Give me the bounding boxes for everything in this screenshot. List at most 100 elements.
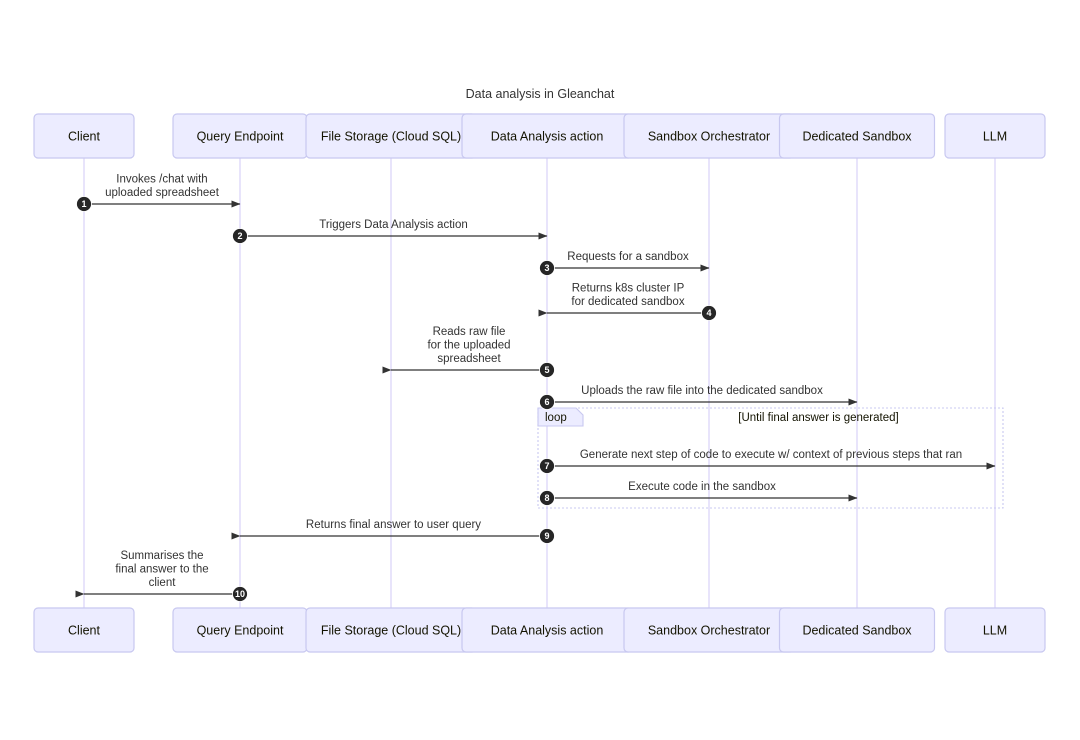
participant-query-endpoint-bottom[interactable]: Query Endpoint [172,607,308,653]
participant-dedicated-sandbox-top[interactable]: Dedicated Sandbox [778,113,936,159]
message-label: Triggers Data Analysis action [319,219,468,231]
message-2: Triggers Data Analysis action 2 [232,219,548,244]
sequence-badge: 10 [232,586,248,602]
participant-client-top[interactable]: Client [33,113,135,159]
sequence-badge-number: 8 [544,493,549,503]
sequence-badge: 5 [539,362,555,378]
sequence-badge: 4 [701,305,717,321]
sequence-badge-circle [701,305,717,321]
loop-condition: [Until final answer is generated] [738,412,898,424]
sequence-badge-circle [539,394,555,410]
participant-data-analysis-action-bottom[interactable]: Data Analysis action [461,607,633,653]
message-label: for dedicated sandbox [571,296,684,308]
participant-label: Data Analysis action [491,129,604,143]
sequence-badge-circle [539,260,555,276]
fragments-group: loop [Until final answer is generated] [537,407,1004,509]
participant-file-storage-bottom[interactable]: File Storage (Cloud SQL) [305,607,477,653]
sequence-badge: 6 [539,394,555,410]
message-label: Execute code in the sandbox [628,481,776,493]
sequence-badge-circle [539,490,555,506]
participant-label: Client [68,623,100,637]
sequence-badge: 2 [232,228,248,244]
sequence-badge-circle [539,528,555,544]
participant-client-bottom[interactable]: Client [33,607,135,653]
participant-file-storage-top[interactable]: File Storage (Cloud SQL) [305,113,477,159]
participant-label: Dedicated Sandbox [802,129,912,143]
participant-data-analysis-action-top[interactable]: Data Analysis action [461,113,633,159]
sequence-badge: 9 [539,528,555,544]
message-3: Requests for a sandbox 3 [539,251,710,276]
participant-query-endpoint-top[interactable]: Query Endpoint [172,113,308,159]
sequence-badge-number: 1 [81,199,86,209]
message-6: Uploads the raw file into the dedicated … [539,385,858,410]
participant-label: File Storage (Cloud SQL) [321,623,461,637]
message-label: client [149,577,177,589]
message-7: Generate next step of code to execute w/… [539,449,996,474]
message-label: for the uploaded [427,340,510,352]
sequence-badge-number: 6 [544,397,549,407]
loop-tab [537,407,584,427]
message-label: Reads raw file [433,326,506,338]
sequence-badge-circle [76,196,92,212]
participants-top: Client Query Endpoint File Storage (Cloud … [33,113,1046,159]
loop-label: loop [545,412,567,424]
participant-llm-bottom[interactable]: LLM [944,607,1046,653]
lifelines-group [83,158,996,608]
message-label: Invokes /chat with [116,174,207,186]
message-8: Execute code in the sandbox 8 [539,481,858,506]
participant-llm-top[interactable]: LLM [944,113,1046,159]
participant-box [33,607,135,653]
participant-label: File Storage (Cloud SQL) [321,129,461,143]
participant-box [33,113,135,159]
sequence-badge-number: 4 [706,308,711,318]
participant-label: Query Endpoint [197,129,284,143]
participant-box [778,113,936,159]
participant-sandbox-orchestrator-top[interactable]: Sandbox Orchestrator [623,113,795,159]
participant-dedicated-sandbox-bottom[interactable]: Dedicated Sandbox [778,607,936,653]
sequence-badge-circle [539,458,555,474]
sequence-badge-number: 10 [235,589,245,599]
sequence-badge-circle [232,228,248,244]
message-label: Requests for a sandbox [567,251,689,263]
sequence-badge: 8 [539,490,555,506]
participant-box [944,113,1046,159]
participant-label: Query Endpoint [197,623,284,637]
participant-box [778,607,936,653]
message-label: Uploads the raw file into the dedicated … [581,385,823,397]
message-label: Generate next step of code to execute w/… [580,449,962,461]
participant-label: Data Analysis action [491,623,604,637]
sequence-badge: 1 [76,196,92,212]
page-title: Data analysis in Gleanchat [466,87,615,101]
sequence-badge-number: 2 [237,231,242,241]
message-label: Summarises the [120,550,203,562]
loop-boundary [537,407,1004,509]
sequence-badge: 3 [539,260,555,276]
message-label: final answer to the [115,564,208,576]
sequence-badge-number: 5 [544,365,549,375]
participant-box [944,607,1046,653]
message-label: Returns k8s cluster IP [572,283,685,295]
participants-bottom: Client Query Endpoint File Storage (Cloud … [33,607,1046,653]
message-5: Reads raw file for the uploadedspreadshee… [382,326,555,378]
participant-label: Dedicated Sandbox [802,623,912,637]
sequence-badge-number: 3 [544,263,549,273]
message-label: spreadsheet [437,353,501,365]
sequence-badge-number: 7 [544,461,549,471]
participant-label: LLM [983,623,1007,637]
participant-sandbox-orchestrator-bottom[interactable]: Sandbox Orchestrator [623,607,795,653]
sequence-badge-circle [539,362,555,378]
sequence-badge: 7 [539,458,555,474]
message-label: uploaded spreadsheet [105,187,220,199]
participant-label: Sandbox Orchestrator [648,129,770,143]
sequence-badge-circle [232,586,248,602]
participant-label: Sandbox Orchestrator [648,623,770,637]
sequence-badge-number: 9 [544,531,549,541]
loop-fragment: loop [Until final answer is generated] [537,407,1004,509]
